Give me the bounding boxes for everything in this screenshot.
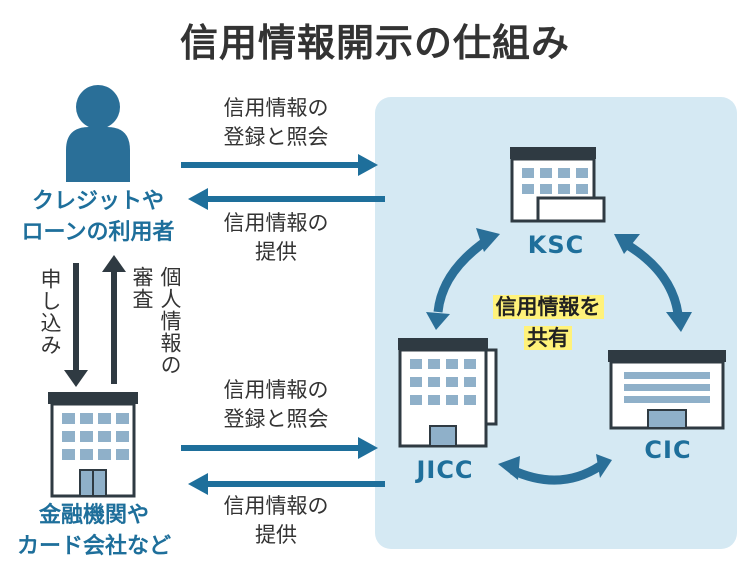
flow-label-line1: 信用情報の xyxy=(223,96,329,120)
apply-label: 申し込み xyxy=(38,268,62,356)
bureau-label-ksc: KSC xyxy=(527,231,585,259)
bureau-label-cic: CIC xyxy=(644,436,692,464)
flow-label-inst-to-bureau: 信用情報の 登録と照会 xyxy=(196,376,356,434)
center-label-line1: 信用情報を xyxy=(492,295,604,319)
jicc-building-icon xyxy=(398,338,498,448)
institution-label-line1: 金融機関や xyxy=(38,503,149,528)
ksc-building-icon xyxy=(510,147,606,223)
review-label-text: 個人情報の審査 xyxy=(130,266,182,376)
review-label: 個人情報の審査 xyxy=(128,266,184,386)
user-label: クレジットや ローンの利用者 xyxy=(8,186,188,248)
diagram-title: 信用情報開示の仕組み xyxy=(179,21,570,65)
arrow-bureau-to-user xyxy=(188,188,385,210)
share-arrow-jicc-cic xyxy=(498,454,612,485)
arrow-bureau-to-inst xyxy=(188,473,385,495)
flow-label-line2: 提供 xyxy=(255,240,297,264)
flow-label-bureau-to-inst: 信用情報の 提供 xyxy=(196,492,356,550)
flow-label-line2: 提供 xyxy=(255,523,297,547)
flow-label-line2: 登録と照会 xyxy=(223,407,329,431)
flow-label-user-to-bureau: 信用情報の 登録と照会 xyxy=(196,94,356,152)
arrow-inst-to-bureau xyxy=(181,437,378,459)
institution-label-line2: カード会社など xyxy=(16,534,171,559)
share-arrow-ksc-jicc xyxy=(426,228,500,330)
flow-label-line1: 信用情報の xyxy=(223,211,329,235)
bank-building-icon xyxy=(48,392,138,498)
flow-label-line2: 登録と照会 xyxy=(223,125,329,149)
user-label-line1: クレジットや xyxy=(31,189,164,214)
center-share-label: 信用情報を 共有 xyxy=(468,292,628,354)
flow-label-line1: 信用情報の xyxy=(223,494,329,518)
review-arrow xyxy=(102,255,126,384)
flow-label-line1: 信用情報の xyxy=(223,378,329,402)
flow-label-bureau-to-user: 信用情報の 提供 xyxy=(196,209,356,267)
arrow-user-to-bureau xyxy=(181,154,378,176)
apply-arrow xyxy=(64,263,88,387)
person-icon xyxy=(66,85,130,182)
center-label-line2: 共有 xyxy=(524,326,572,350)
cic-building-icon xyxy=(608,350,726,430)
bureau-label-jicc: JICC xyxy=(416,456,474,484)
institution-label: 金融機関や カード会社など xyxy=(4,500,184,562)
user-label-line2: ローンの利用者 xyxy=(21,220,175,245)
share-arrow-ksc-cic xyxy=(614,234,692,332)
